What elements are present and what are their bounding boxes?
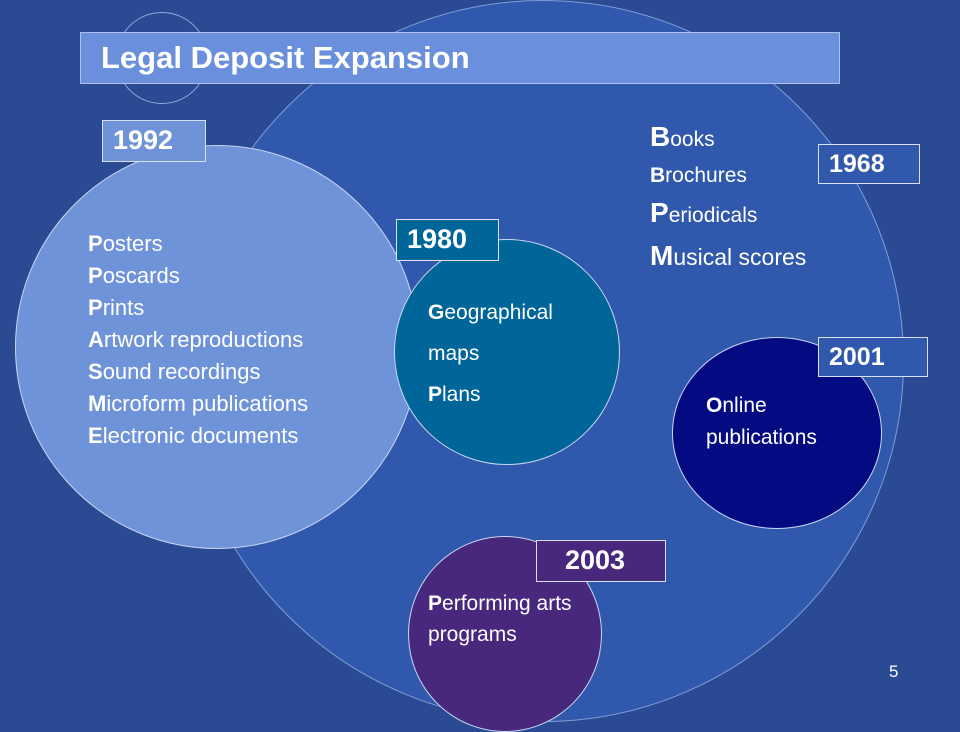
list-2001: Online publications: [706, 390, 817, 454]
list-item-initial: E: [88, 423, 103, 448]
list-item-initial: P: [88, 295, 103, 320]
list-item: Posters: [88, 228, 308, 260]
list-item: Artwork reproductions: [88, 324, 308, 356]
list-item: Performing arts: [428, 588, 572, 619]
list-item-initial: B: [650, 164, 666, 187]
list-item-initial: M: [650, 240, 674, 271]
list-item: Sound recordings: [88, 356, 308, 388]
list-item-text: eographical: [444, 301, 553, 324]
list-item: Books: [650, 120, 806, 159]
list-item-initial: B: [650, 121, 671, 152]
list-item-text: rints: [102, 295, 145, 320]
list-item: programs: [428, 619, 572, 650]
list-item-text: lans: [442, 383, 481, 406]
list-2003: Performing arts programs: [428, 588, 572, 650]
page-number: 5: [889, 662, 899, 681]
list-item-text: rochures: [665, 164, 747, 187]
list-item-initial: M: [88, 391, 107, 416]
year-label-1980: 1980: [396, 219, 499, 261]
year-label-2003: 2003: [536, 540, 666, 582]
list-item-initial: O: [706, 394, 723, 417]
title-bar: Legal Deposit Expansion: [80, 32, 840, 84]
list-item-text: ooks: [670, 128, 715, 151]
list-item-text: oscards: [102, 263, 180, 288]
list-item: Brochures: [650, 159, 806, 194]
list-item: Microform publications: [88, 388, 308, 420]
list-item-initial: P: [428, 383, 443, 406]
circle-1980: [394, 239, 620, 465]
list-item: Periodicals: [650, 194, 806, 237]
list-item-text: icroform publications: [106, 391, 309, 416]
list-item: Prints: [88, 292, 308, 324]
list-item: Musical scores: [650, 237, 806, 280]
list-item: Online: [706, 390, 817, 422]
list-item-initial: P: [428, 592, 443, 615]
list-item-initial: G: [428, 301, 445, 324]
list-item: Plans: [428, 374, 553, 415]
list-item-text: programs: [428, 623, 517, 646]
list-item-text: publications: [706, 426, 817, 449]
list-item: maps: [428, 333, 553, 374]
list-item-initial: P: [88, 263, 103, 288]
list-item: Electronic documents: [88, 420, 308, 452]
slide-title: Legal Deposit Expansion: [101, 40, 470, 75]
list-item-initial: A: [88, 327, 104, 352]
list-item-text: erforming arts: [442, 592, 572, 615]
list-item-text: usical scores: [673, 244, 807, 270]
list-item-text: ound recordings: [102, 359, 261, 384]
list-item-text: nline: [722, 394, 767, 417]
list-item-text: maps: [428, 342, 480, 365]
circle-1992: [15, 145, 419, 549]
year-label-2001: 2001: [818, 337, 928, 377]
list-item: Geographical: [428, 292, 553, 333]
list-item: publications: [706, 422, 817, 454]
list-item-initial: P: [650, 197, 669, 228]
list-item-initial: P: [88, 231, 103, 256]
list-item-text: lectronic documents: [102, 423, 299, 448]
year-label-1968: 1968: [818, 144, 920, 184]
list-item-text: eriodicals: [668, 204, 758, 227]
list-item-initial: S: [88, 359, 103, 384]
year-label-1992: 1992: [102, 120, 206, 162]
list-item: Poscards: [88, 260, 308, 292]
list-item-text: rtwork reproductions: [103, 327, 304, 352]
list-item-text: osters: [102, 231, 163, 256]
